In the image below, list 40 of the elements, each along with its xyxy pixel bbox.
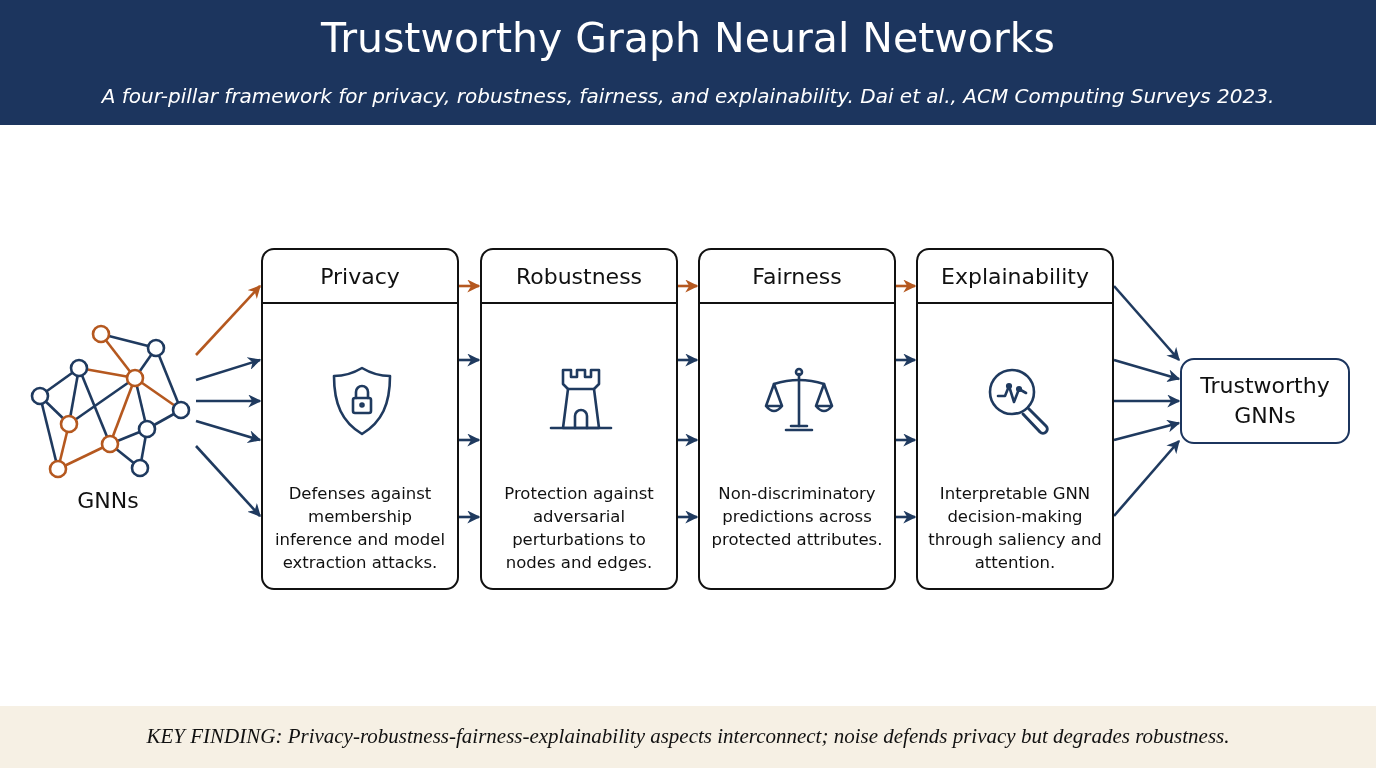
pillar-heading: Privacy [320,263,400,289]
arrow [195,445,261,517]
subtitle: A four-pillar framework for privacy, robustness, fairness, and explainability. Dai et al., ACM Computing Surveys 2023. [100,84,1276,108]
arrow [195,285,261,356]
arrow [459,279,481,293]
pillar-heading: Robustness [515,263,643,289]
key-finding-note: KEY FINDING: Privacy-robustness-fairness-explainability aspects interconnect; noise defends privacy but degrades robustness. [145,724,1231,749]
pillar-card [261,248,459,590]
pillar-heading: Fairness [752,263,842,289]
arrow [1113,419,1181,442]
arrow [196,394,262,408]
node-label: GNNs [76,488,140,513]
arrow [896,279,917,293]
pillar-card [480,248,678,590]
pillar-card [698,248,896,590]
pillar-card [916,248,1114,590]
arrow [678,353,699,367]
arrow [896,353,917,367]
arrow [1113,358,1181,382]
arrow [195,357,262,382]
output-box [1180,358,1350,444]
arrow [678,279,699,293]
arrow [459,353,481,367]
arrow [678,510,699,524]
arrow [1113,440,1180,517]
pillar-description: Non-discriminatory predictions across protected attributes. [710,483,884,551]
title: Trustworthy Graph Neural Networks [320,14,1056,62]
output-label: Trustworthy GNNs [1199,372,1331,430]
pillar-description: Interpretable GNN decision-making through saliency and attention. [927,483,1103,574]
arrow [1114,394,1181,408]
arrow [1113,285,1180,361]
pillar-heading: Explainability [941,263,1089,289]
pillar-description: Protection against adversarial perturbations to nodes and edges. [503,483,655,574]
arrow [896,510,917,524]
pillar-description: Defenses against membership inference and model extraction attacks. [273,483,447,574]
arrow [195,419,262,443]
arrow [896,433,917,447]
arrow [678,433,699,447]
arrow [459,510,481,524]
arrow [459,433,481,447]
